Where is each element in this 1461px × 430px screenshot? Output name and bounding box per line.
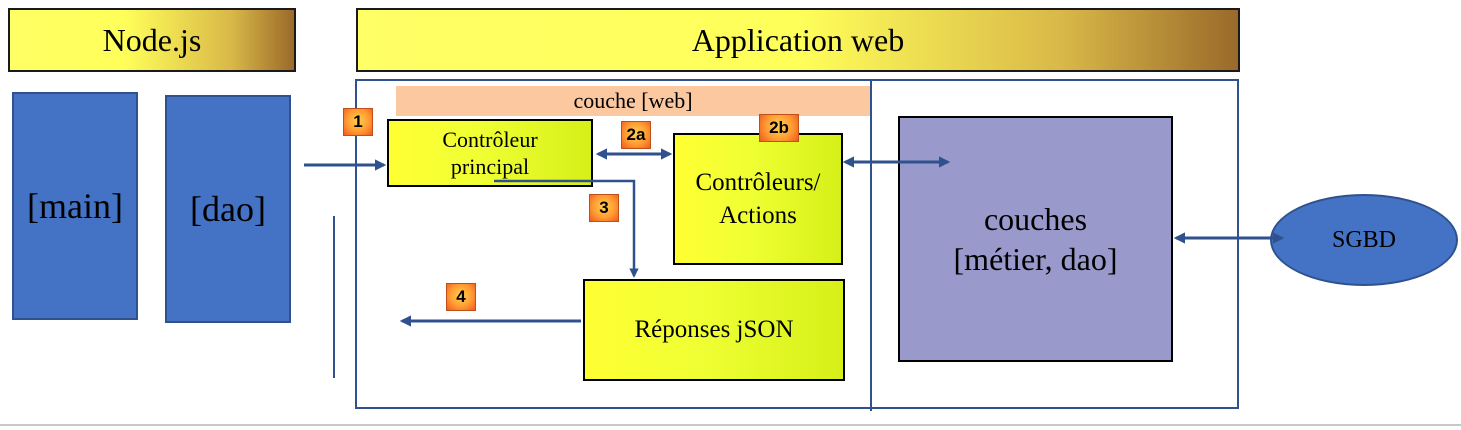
main-controller-box: Contrôleur principal (387, 119, 593, 187)
controllers-label: Contrôleurs/ Actions (695, 169, 821, 229)
main-module-label: [main] (27, 186, 123, 226)
arrow-3 (494, 179, 639, 278)
step-badge-2b: 2b (759, 114, 799, 142)
database-ellipse: SGBD (1270, 194, 1458, 286)
web-layer-label-text: couche [web] (573, 88, 693, 113)
dao-module: [dao] (165, 95, 291, 323)
nodejs-banner-label: Node.js (102, 21, 202, 58)
main-controller-label: Contrôleur principal (442, 127, 538, 179)
step-badge-2a-label: 2a (626, 125, 646, 144)
main-module: [main] (12, 92, 138, 320)
step-badge-1: 1 (343, 108, 373, 136)
webapp-frame (355, 79, 1239, 409)
nodejs-banner: Node.js (8, 8, 296, 72)
json-responses-box: Réponses jSON (583, 279, 845, 381)
step-badge-3-label: 3 (599, 198, 609, 217)
json-responses-label: Réponses jSON (634, 316, 794, 343)
webapp-banner: Application web (356, 8, 1240, 72)
webapp-banner-label: Application web (691, 21, 905, 58)
step-badge-2a: 2a (621, 121, 651, 149)
step-badge-4-label: 4 (456, 287, 466, 306)
business-layer-label: couches [métier, dao] (953, 201, 1118, 277)
step-badge-4: 4 (446, 283, 476, 311)
dao-module-label: [dao] (190, 189, 266, 229)
step-badge-2b-label: 2b (769, 118, 789, 137)
controllers-box: Contrôleurs/ Actions (673, 133, 843, 265)
step-badge-3: 3 (589, 194, 619, 222)
database-label: SGBD (1331, 226, 1397, 253)
web-layer-label: couche [web] (396, 86, 870, 116)
step-badge-1-label: 1 (353, 112, 363, 131)
